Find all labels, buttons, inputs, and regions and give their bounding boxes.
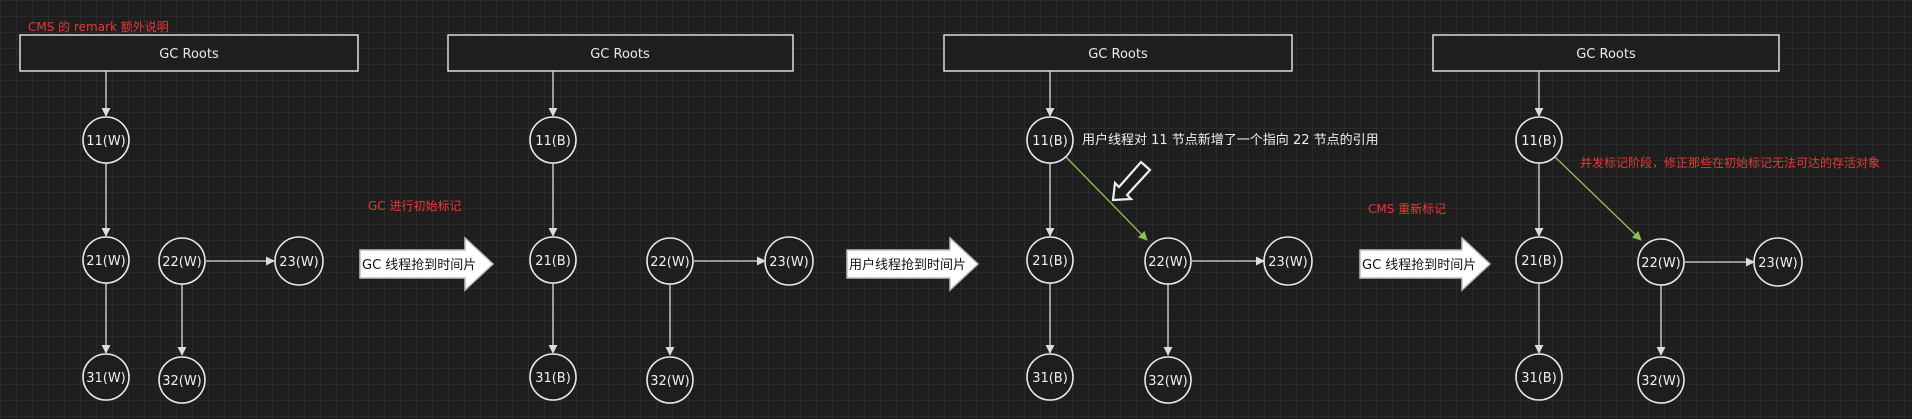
panel-1: GC Roots 11(W) 21(W) 22(W) 23(W) 31(W) 3 (19, 34, 359, 404)
edge-11-22-new (1065, 156, 1148, 241)
node-11: 11(B) (1515, 116, 1563, 164)
node-32: 32(W) (1144, 356, 1192, 404)
node-22-label: 22(W) (1641, 256, 1681, 271)
node-31: 31(W) (82, 353, 130, 401)
node-23-label: 23(W) (279, 255, 319, 270)
node-11-label: 11(B) (1032, 134, 1068, 149)
node-23: 23(W) (764, 236, 814, 286)
node-22-label: 22(W) (650, 255, 690, 270)
node-11: 11(W) (82, 116, 130, 164)
node-21-label: 21(W) (86, 254, 126, 269)
node-32-label: 32(W) (1641, 374, 1681, 389)
gc-roots-box (943, 34, 1293, 72)
transition-1-note: GC 进行初始标记 (368, 199, 462, 213)
panel-4-note: 并发标记阶段，修正那些在初始标记无法可达的存活对象 (1580, 155, 1880, 170)
node-11-label: 11(B) (1521, 134, 1557, 149)
panel-2: GC Roots 11(B) 21(B) 22(W) 23(W) 31(B) 3 (447, 34, 814, 404)
node-21: 21(B) (1515, 236, 1563, 284)
node-22: 22(W) (1637, 238, 1685, 286)
node-22-label: 22(W) (1148, 255, 1188, 270)
node-32: 32(W) (646, 356, 694, 404)
node-31: 31(B) (529, 353, 577, 401)
node-21-label: 21(B) (535, 254, 571, 269)
panel-3-note: 用户线程对 11 节点新增了一个指向 22 节点的引用 (1082, 132, 1379, 148)
transition-1: GC 进行初始标记 GC 线程抢到时间片 (359, 199, 495, 292)
node-31-label: 31(B) (535, 371, 571, 386)
node-23: 23(W) (274, 236, 324, 286)
node-32-label: 32(W) (1148, 374, 1188, 389)
node-22-label: 22(W) (162, 255, 202, 270)
node-32-label: 32(W) (162, 374, 202, 389)
gc-roots-label: GC Roots (159, 47, 219, 62)
node-11-label: 11(W) (86, 134, 126, 149)
node-22: 22(W) (1144, 237, 1192, 285)
transition-1-arrow (359, 236, 495, 292)
node-21-label: 21(B) (1521, 254, 1557, 269)
node-32: 32(W) (158, 356, 206, 404)
node-31: 31(B) (1026, 353, 1074, 401)
transition-2: 用户线程抢到时间片 (846, 236, 980, 292)
node-23-label: 23(W) (1758, 256, 1798, 271)
node-21: 21(B) (1026, 236, 1074, 284)
node-21: 21(W) (82, 236, 130, 284)
gc-roots-box (1432, 34, 1780, 72)
gc-roots-label: GC Roots (1088, 47, 1148, 62)
panel-3: GC Roots 用户线程对 11 节点新增了一个指向 22 节点的引用 11(… (943, 34, 1379, 404)
node-21-label: 21(B) (1032, 254, 1068, 269)
transition-2-arrow (846, 236, 980, 292)
gc-roots-label: GC Roots (590, 47, 650, 62)
transition-1-label: GC 线程抢到时间片 (362, 257, 476, 273)
node-32-label: 32(W) (650, 374, 690, 389)
transition-3-note: CMS 重新标记 (1368, 201, 1446, 216)
transition-3-arrow (1359, 236, 1492, 292)
node-11: 11(B) (529, 116, 577, 164)
gc-roots-box (19, 34, 359, 72)
node-31-label: 31(B) (1521, 371, 1557, 386)
transition-3: CMS 重新标记 GC 线程抢到时间片 (1359, 201, 1492, 292)
title-note: CMS 的 remark 额外说明 (28, 19, 169, 34)
node-23-label: 23(W) (769, 255, 809, 270)
edge-11-22-new (1554, 156, 1642, 241)
node-31: 31(B) (1515, 353, 1563, 401)
gc-roots-label: GC Roots (1576, 47, 1636, 62)
node-11: 11(B) (1026, 116, 1074, 164)
node-31-label: 31(W) (86, 371, 126, 386)
node-22: 22(W) (158, 237, 206, 285)
node-21: 21(B) (529, 236, 577, 284)
node-32: 32(W) (1637, 356, 1685, 404)
pointer-arrow-icon (1111, 160, 1152, 202)
node-23-label: 23(W) (1268, 255, 1308, 270)
node-22: 22(W) (646, 237, 694, 285)
node-31-label: 31(B) (1032, 371, 1068, 386)
transition-3-label: GC 线程抢到时间片 (1362, 257, 1476, 273)
node-11-label: 11(B) (535, 134, 571, 149)
panel-4: GC Roots 并发标记阶段，修正那些在初始标记无法可达的存活对象 11(B)… (1432, 34, 1880, 404)
node-23: 23(W) (1263, 236, 1313, 286)
transition-2-label: 用户线程抢到时间片 (849, 257, 966, 273)
gc-roots-box (447, 34, 794, 72)
node-23: 23(W) (1753, 237, 1803, 287)
